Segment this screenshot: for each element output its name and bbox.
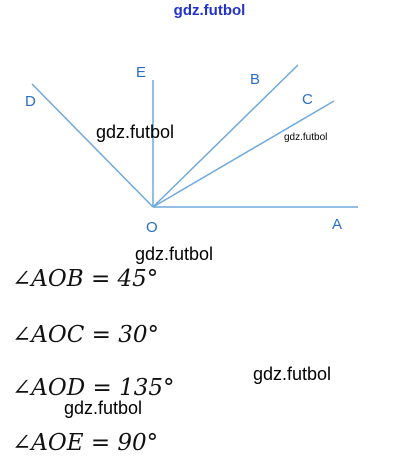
equation-aoe: ∠AOE = 90°: [12, 430, 159, 456]
ray-ob: [152, 64, 299, 208]
watermark-left: gdz.futbol: [64, 398, 143, 418]
label-o: O: [146, 219, 158, 236]
watermark-top: gdz.futbol: [173, 2, 246, 19]
label-d: D: [25, 93, 36, 110]
equation-aob: ∠AOB = 45°: [12, 266, 159, 292]
label-b: B: [250, 71, 260, 88]
label-e: E: [136, 64, 146, 81]
ray-od: [31, 83, 154, 208]
equation-aod: ∠AOD = 135°: [12, 375, 175, 401]
watermark-under-o: gdz.futbol: [135, 244, 214, 264]
ray-oc: [152, 100, 335, 208]
watermark-right: gdz.futbol: [253, 364, 332, 384]
label-c: C: [302, 91, 313, 108]
label-a: A: [332, 216, 342, 233]
equation-aoc: ∠AOC = 30°: [12, 322, 159, 348]
watermark-mid: gdz.futbol: [96, 122, 175, 142]
watermark-small: gdz.futbol: [284, 132, 328, 143]
angle-diagram: O A B C D E: [25, 64, 358, 236]
